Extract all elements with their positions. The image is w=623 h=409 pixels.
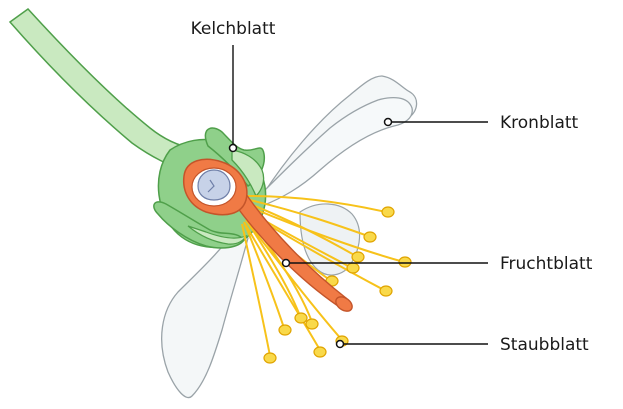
stem bbox=[10, 9, 192, 170]
anther bbox=[382, 207, 394, 217]
anther bbox=[352, 252, 364, 262]
anther bbox=[314, 347, 326, 357]
anther bbox=[295, 313, 307, 323]
leader-dot-petal bbox=[385, 119, 392, 126]
anther bbox=[399, 257, 411, 267]
anther bbox=[347, 263, 359, 273]
anther bbox=[380, 286, 392, 296]
leader-dot-sepal bbox=[230, 145, 237, 152]
label-carpel: Fruchtblatt bbox=[500, 254, 593, 274]
label-stamen: Staubblatt bbox=[500, 335, 589, 355]
anther bbox=[264, 353, 276, 363]
leader-dot-stamen bbox=[337, 341, 344, 348]
label-sepal: Kelchblatt bbox=[191, 19, 276, 39]
leader-dot-carpel bbox=[283, 260, 290, 267]
anther bbox=[279, 325, 291, 335]
anther bbox=[306, 319, 318, 329]
anther bbox=[364, 232, 376, 242]
ovule bbox=[198, 170, 230, 200]
label-petal: Kronblatt bbox=[500, 113, 579, 133]
petal-lower bbox=[162, 226, 248, 398]
